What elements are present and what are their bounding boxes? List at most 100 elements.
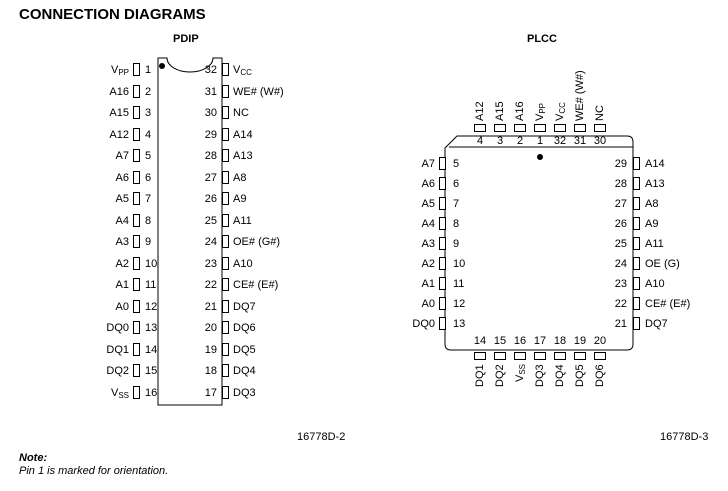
pin-box (439, 177, 446, 190)
pin-name: NC (594, 105, 606, 121)
pin-number: 27 (204, 171, 217, 184)
pin-name: A0 (115, 300, 129, 313)
pin-box (534, 352, 546, 360)
pin-number: 18 (553, 335, 567, 347)
pin-box (494, 352, 506, 360)
pin-name: VCC (233, 64, 252, 77)
pin-number: 10 (453, 258, 466, 270)
pin-name: A6 (115, 171, 129, 184)
pin-box (222, 149, 229, 162)
pin-number: 22 (204, 279, 217, 291)
pin-number: 29 (204, 128, 217, 141)
pin-box (439, 317, 446, 330)
note-text: Pin 1 is marked for orientation. (19, 465, 169, 477)
pin-number: 21 (614, 318, 627, 330)
pin-name: A8 (645, 198, 659, 210)
pin-number: 23 (204, 257, 217, 270)
pin-name: A4 (115, 214, 129, 227)
pin-box (222, 106, 229, 119)
pin-box (133, 170, 140, 184)
pin-number: 17 (204, 386, 217, 399)
pin-box (222, 213, 229, 227)
pin-number: 14 (145, 343, 158, 356)
pin-number: 6 (453, 178, 460, 190)
pin-name: A14 (645, 158, 665, 170)
pin-number: 8 (453, 218, 460, 230)
pin-box (133, 213, 140, 227)
pin-number: 9 (145, 236, 152, 248)
pin-box (439, 297, 446, 310)
pin-box (633, 157, 640, 170)
pin-box (133, 342, 140, 356)
pin-number: 30 (204, 107, 217, 119)
pin-name: A1 (421, 278, 435, 290)
pin-number: 32 (553, 135, 567, 147)
plcc-figure-id: 16778D-3 (660, 431, 709, 443)
pin-box (133, 149, 140, 162)
pin-name: DQ6 (594, 364, 606, 387)
pdip-body (157, 57, 223, 406)
pin-box (494, 124, 506, 132)
pin-box (439, 277, 446, 290)
pin-name: DQ7 (233, 300, 256, 313)
pin-name: A9 (233, 193, 247, 205)
pin-name: DQ0 (106, 322, 129, 334)
pin-number: 4 (476, 135, 484, 147)
pin-name: VCC (554, 102, 567, 121)
pin-box (474, 124, 486, 132)
plcc-title: PLCC (527, 33, 557, 45)
pin-name: A2 (115, 257, 129, 270)
plcc-body (444, 135, 634, 351)
pin-number: 24 (204, 236, 217, 248)
pin-name: DQ0 (412, 318, 435, 330)
pin-name: DQ4 (554, 364, 566, 387)
pin-name: CE# (E#) (233, 279, 279, 291)
pin-name: DQ2 (106, 365, 129, 377)
pin-box (133, 106, 140, 119)
pin-number: 13 (453, 318, 466, 330)
pin-name: WE# (W#) (233, 85, 284, 98)
pin-box (633, 317, 640, 330)
pin-name: WE# (W#) (574, 70, 586, 121)
pin-box (514, 352, 526, 360)
pin-number: 32 (204, 64, 217, 76)
pin-number: 19 (204, 343, 217, 356)
pin-name: DQ5 (233, 343, 256, 356)
pin-name: A12 (474, 101, 486, 121)
pin-box (439, 157, 446, 170)
pin-name: CE# (E#) (645, 298, 691, 310)
pin-number: 20 (593, 335, 607, 347)
pdip-pin1-marker (159, 63, 165, 69)
pin-name: VSS (110, 386, 129, 400)
pin-box (133, 127, 140, 141)
pin-box (439, 217, 446, 230)
pin-box (439, 237, 446, 250)
pin-box (222, 385, 229, 399)
pin-name: DQ6 (233, 322, 256, 334)
pin-box (222, 278, 229, 291)
pin-number: 10 (145, 257, 158, 270)
pin-number: 7 (145, 193, 152, 205)
pin-name: A5 (421, 198, 435, 210)
pin-number: 25 (204, 214, 217, 227)
pin-number: 18 (204, 365, 217, 377)
pin-name: A3 (421, 238, 435, 250)
pin-name: A0 (421, 298, 435, 310)
pin-name: A14 (233, 128, 253, 141)
pin-name: A16 (109, 85, 129, 98)
pin-box (133, 364, 140, 377)
pin-number: 13 (145, 322, 158, 334)
pin-box (514, 124, 526, 132)
pin-box (133, 278, 140, 291)
pdip-title: PDIP (173, 33, 199, 45)
pin-name: DQ7 (645, 318, 668, 330)
pin-number: 7 (453, 198, 460, 210)
pin-box (133, 299, 140, 313)
pin-box (474, 352, 486, 360)
pin-box (222, 256, 229, 270)
pin-number: 24 (614, 258, 627, 270)
pin-box (574, 124, 586, 132)
pin-number: 11 (453, 278, 465, 290)
pin-number: 3 (496, 135, 504, 147)
